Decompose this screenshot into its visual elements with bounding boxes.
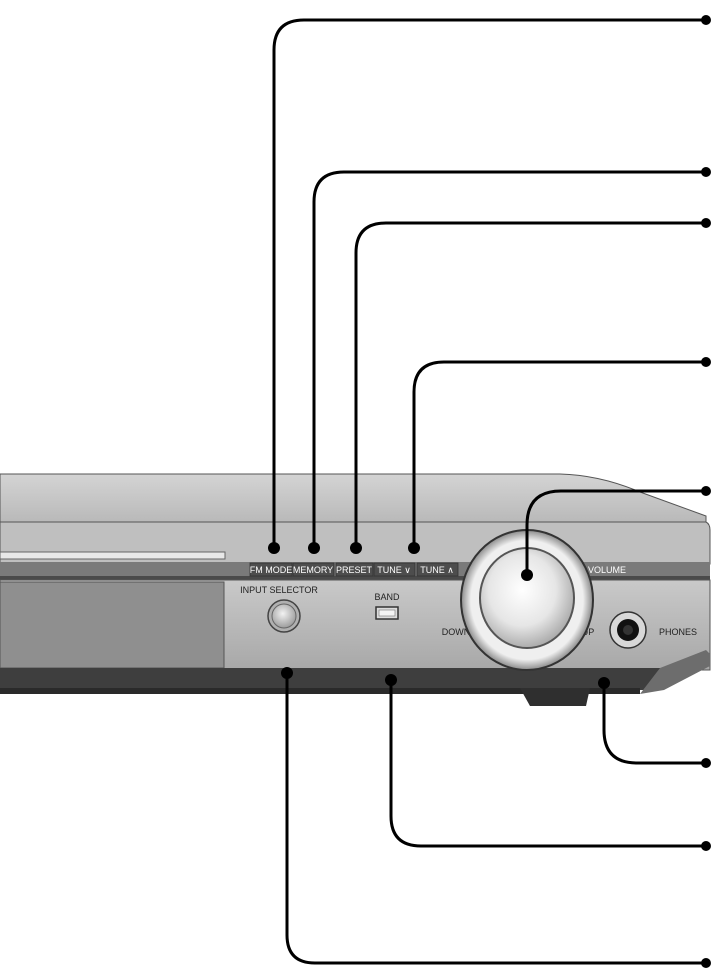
callout-tune: [412, 360, 708, 550]
callout-lines: [268, 15, 711, 968]
callout-fm-mode-end: [701, 15, 711, 25]
callout-fm-mode: [272, 18, 708, 550]
callout-phones-start: [598, 677, 610, 689]
phones-jack[interactable]: [609, 611, 647, 649]
callout-volume-start: [521, 569, 533, 581]
volume-knob[interactable]: [460, 529, 594, 671]
callout-tune-end: [701, 357, 711, 367]
callout-memory-start: [308, 542, 320, 554]
callout-fm-mode-start: [268, 542, 280, 554]
fm-mode-button[interactable]: [249, 562, 293, 577]
memory-button[interactable]: [292, 562, 335, 577]
tune-up-button[interactable]: [416, 562, 459, 577]
preset-label: PRESET: [336, 565, 373, 575]
callout-band-start: [385, 674, 397, 686]
callout-phones: [602, 681, 708, 765]
volume-label: VOLUME: [588, 565, 626, 575]
callout-input-selector-start: [281, 667, 293, 679]
device-body: [0, 473, 711, 706]
callout-volume: [525, 489, 708, 577]
fm-mode-label: FM MODE: [250, 565, 293, 575]
bottom-edge: [0, 688, 640, 694]
callout-band-end: [701, 841, 711, 851]
callout-input-selector: [285, 671, 708, 965]
disc-slot: [0, 551, 226, 560]
callout-volume-end: [701, 486, 711, 496]
bottom-band: [0, 668, 660, 690]
panel-buttons: FM MODE MEMORY PRESET TUNE ∨ TUNE ∧: [249, 562, 459, 577]
down-label: DOWN: [442, 627, 471, 637]
foot: [520, 688, 590, 706]
button-strip-shadow: [0, 576, 710, 580]
callout-phones-end: [701, 758, 711, 768]
memory-label: MEMORY: [293, 565, 333, 575]
top-surface: [0, 473, 707, 523]
up-label: UP: [582, 627, 595, 637]
callout-memory-end: [701, 167, 711, 177]
preset-button[interactable]: [335, 562, 374, 577]
callout-memory: [312, 170, 708, 550]
input-selector-label: INPUT SELECTOR: [240, 585, 318, 595]
side-bevel: [640, 650, 710, 694]
callout-preset-end: [701, 218, 711, 228]
callout-preset-start: [350, 542, 362, 554]
tune-up-label: TUNE ∧: [420, 565, 454, 575]
display-window: [0, 581, 225, 669]
callout-preset: [354, 221, 708, 550]
band-label: BAND: [374, 592, 400, 602]
phones-label: PHONES: [659, 627, 697, 637]
tune-down-label: TUNE ∨: [377, 565, 411, 575]
callout-tune-start: [408, 542, 420, 554]
band-button[interactable]: [375, 606, 399, 620]
tune-down-button[interactable]: [373, 562, 416, 577]
callout-input-selector-end: [701, 958, 711, 968]
callout-band: [389, 678, 708, 848]
input-selector-button[interactable]: [267, 599, 301, 633]
